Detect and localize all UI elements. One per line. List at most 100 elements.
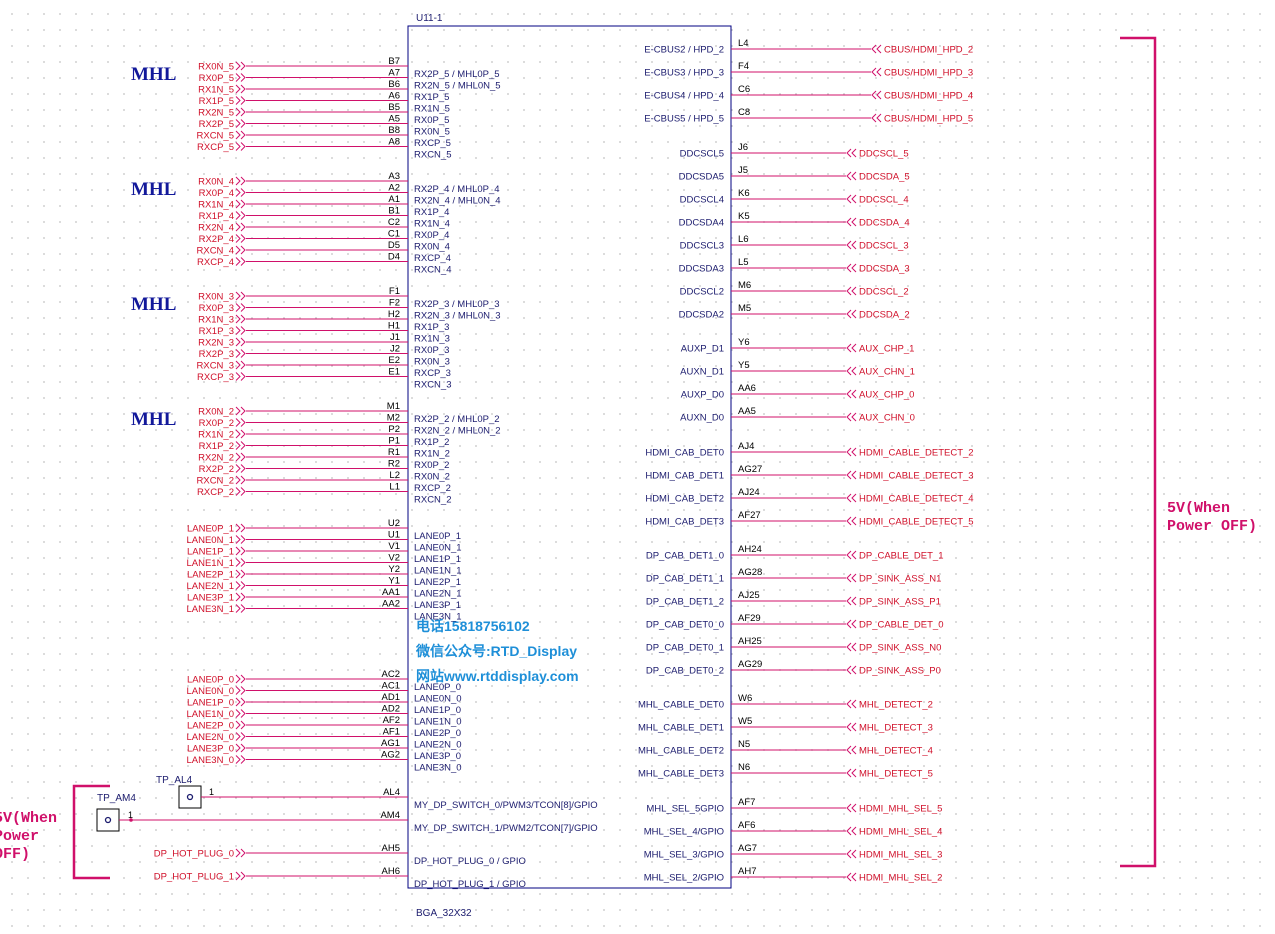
test-point-tp-am4[interactable]: TP_AM4 1 xyxy=(96,793,408,832)
port-chevron-icon xyxy=(235,73,246,82)
pin-name: LANE2N_1 xyxy=(414,589,462,600)
ball-number: AA2 xyxy=(382,599,400,610)
port-chevron-icon xyxy=(235,245,246,255)
net-label: DP_HOT_PLUG_1 xyxy=(154,872,234,883)
test-point-tp-al4[interactable]: TP_AL4 1 xyxy=(156,775,408,809)
pin-name: RX2N_2 / MHL0N_2 xyxy=(414,426,501,437)
port-chevron-icon xyxy=(846,286,857,296)
net-label: RX1P_3 xyxy=(199,326,234,337)
net-label: RX2P_5 xyxy=(199,119,234,130)
net-label: DDCSCL_2 xyxy=(859,287,909,298)
ball-number: A3 xyxy=(388,171,400,182)
pin-name: E-CBUS2 / HPD_2 xyxy=(644,45,724,56)
